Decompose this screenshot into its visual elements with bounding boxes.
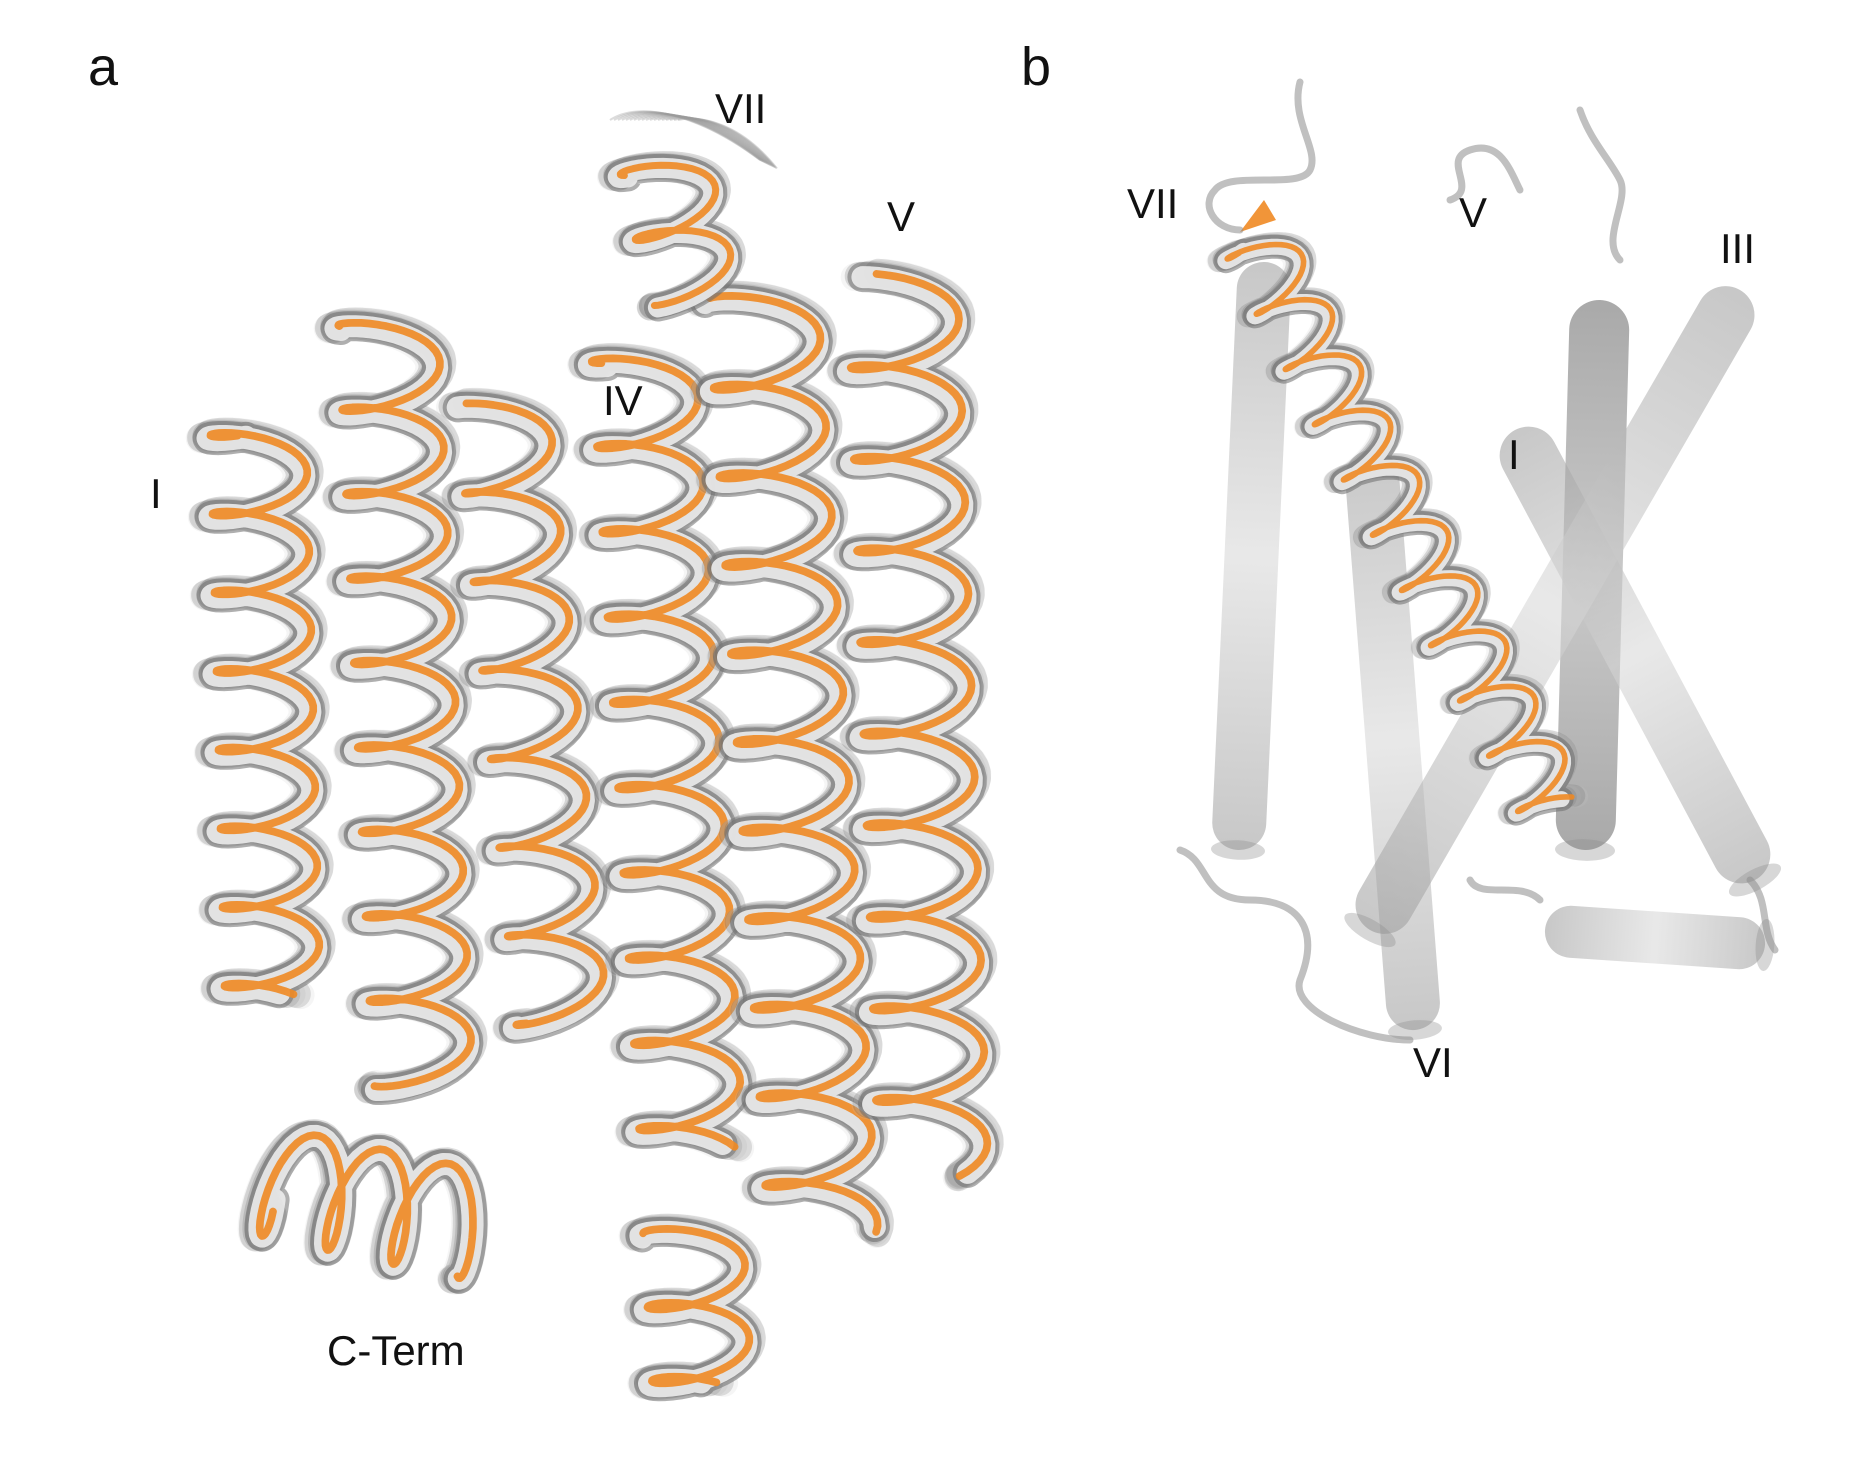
loops-b: [1176, 78, 1779, 1044]
panel-b-label-iii: III: [1720, 225, 1756, 272]
panel-a-label-vii: VII: [715, 85, 767, 132]
panel-a-label-iv: IV: [603, 377, 643, 424]
panel-b-letter: b: [1021, 37, 1052, 97]
cylinder-cartoon-b: [1211, 261, 1782, 1040]
panel-a-letter: a: [88, 37, 119, 97]
panel-b-label-vi: VI: [1413, 1039, 1453, 1086]
panel-b-label-vii: VII: [1127, 180, 1179, 227]
panel-b-label-i: I: [1508, 431, 1520, 478]
helix-vii-ensemble-b: [1206, 200, 1589, 826]
panel-b-label-v: V: [1459, 189, 1488, 236]
panel-a-label-c-term: C-Term: [327, 1327, 465, 1374]
helix-ensemble-a: [185, 110, 1004, 1402]
panel-a-label-i: I: [150, 470, 162, 517]
panel-a-label-v: V: [887, 193, 916, 240]
